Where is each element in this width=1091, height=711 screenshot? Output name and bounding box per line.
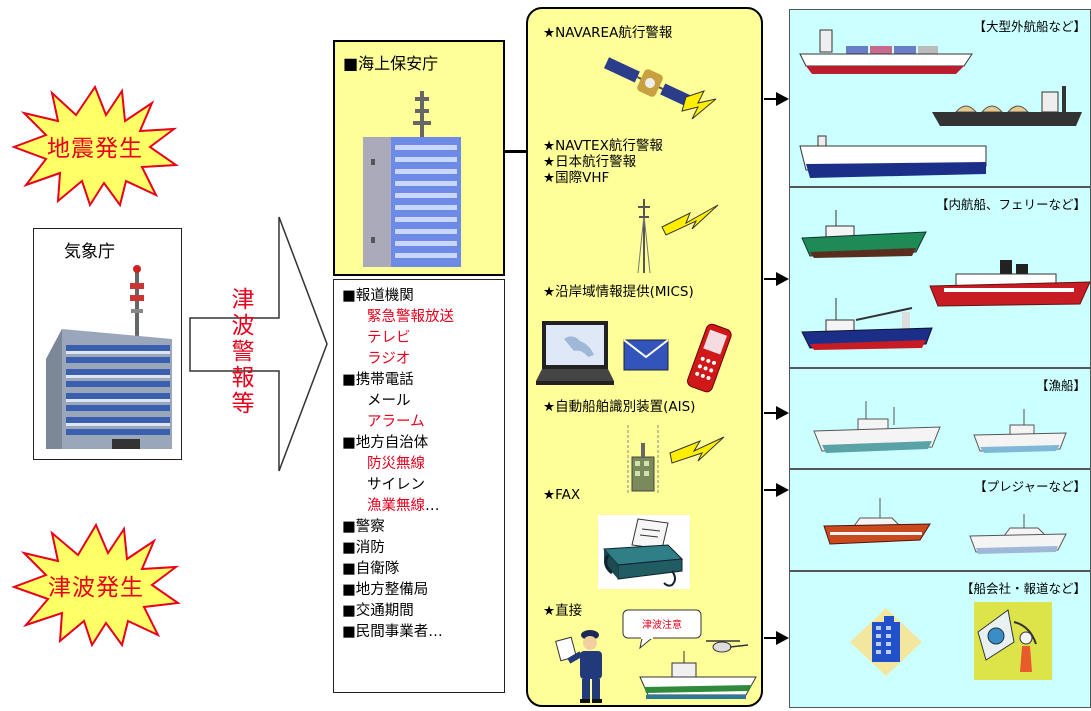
- recipient-label: 【大型外航船など】: [973, 19, 1086, 34]
- helicopter-icon: [706, 640, 749, 653]
- earthquake-burst: 地震発生: [11, 84, 179, 208]
- jma-box: 気象庁: [33, 228, 182, 460]
- list-item: ラジオ: [367, 351, 411, 367]
- list-item: ■携帯電話: [342, 372, 414, 388]
- starburst-shape: [11, 522, 181, 648]
- list-item: ■警察: [342, 519, 385, 535]
- coast-guard-officer-icon: [555, 630, 602, 703]
- channel-fax: ★FAX: [543, 487, 581, 503]
- envelope-icon: [623, 339, 669, 371]
- arrow-right-icon: [764, 272, 789, 286]
- tsunami-label: 津波発生: [48, 575, 144, 601]
- company-building-icon: [850, 608, 922, 676]
- list-item: 緊急警報放送: [367, 309, 454, 325]
- list-item: サイレン: [367, 477, 425, 493]
- coast-guard-title: ■海上保安庁: [343, 54, 439, 73]
- jma-title: 気象庁: [64, 242, 115, 262]
- laptop-icon: [536, 321, 614, 385]
- speech-bubble: 津波注意: [622, 609, 702, 650]
- recipient-label: 【内航船、フェリーなど】: [935, 197, 1086, 212]
- list-item: ■報道機関: [342, 288, 414, 304]
- fishing-boats-icon: [813, 401, 1067, 453]
- antenna-tower-icon: [637, 199, 719, 274]
- connector-line: [505, 150, 529, 153]
- channel-panel: ★NAVAREA航行警報 ★NAVTEX航行警報 ★日本航行警報 ★国際VHF …: [526, 7, 763, 707]
- jma-building-icon: [46, 265, 172, 449]
- list-item: ■消防: [342, 540, 385, 556]
- bubble-text: 津波注意: [642, 620, 682, 631]
- channel-direct: ★直接: [543, 603, 583, 619]
- coast-guard-box: ■海上保安庁: [333, 40, 505, 276]
- channel-mics: ★沿岸域情報提供(MICS): [543, 284, 694, 300]
- pleasure-boats-icon: [823, 498, 1067, 554]
- fax-machine-icon: [598, 515, 690, 589]
- channel-japan-nav: ★日本航行警報: [543, 154, 637, 170]
- arrow-label: 津波警報等: [227, 287, 253, 417]
- recipient-large-ships: 【大型外航船など】: [789, 9, 1091, 187]
- agency-list: ■報道機関 緊急警報放送 テレビ ラジオ ■携帯電話 メール アラーム ■地方自…: [333, 279, 505, 693]
- warning-arrow: [189, 216, 328, 472]
- list-item: アラーム: [367, 414, 425, 430]
- list-item: 漁業無線…: [367, 498, 440, 514]
- channel-navtex: ★NAVTEX航行警報: [543, 138, 663, 154]
- channel-vhf: ★国際VHF: [543, 170, 610, 186]
- channel-navarea: ★NAVAREA航行警報: [543, 25, 673, 41]
- starburst-shape: [11, 84, 179, 208]
- press-media-icon: [974, 602, 1052, 680]
- tsunami-burst: 津波発生: [11, 522, 181, 648]
- list-item: ■地方自治体: [342, 435, 429, 451]
- list-item: テレビ: [367, 330, 411, 346]
- ocean-ships-icon: [799, 29, 1082, 178]
- recipient-companies-press: 【船会社・報道など】: [789, 571, 1091, 708]
- list-item: ■交通期間: [342, 603, 414, 619]
- speech-bubble-shape: [622, 609, 702, 650]
- satellite-icon: [603, 57, 717, 120]
- arrow-right-icon: [764, 406, 789, 420]
- mobile-phone-icon: [687, 323, 732, 393]
- earthquake-label: 地震発生: [47, 136, 143, 162]
- list-item: 防災無線: [367, 456, 425, 472]
- recipient-fishing-boats: 【漁船】: [789, 368, 1091, 469]
- coastal-ships-icon: [801, 210, 1091, 350]
- recipient-label: 【漁船】: [1035, 378, 1086, 393]
- list-item: メール: [367, 393, 411, 409]
- recipient-coastal-ships: 【内航船、フェリーなど】: [789, 187, 1091, 368]
- arrow-right-icon: [764, 92, 789, 106]
- ais-station-icon: [627, 425, 725, 495]
- recipient-label: 【船会社・報道など】: [960, 581, 1086, 596]
- arrow-right-icon: [764, 631, 789, 645]
- list-item: ■地方整備局: [342, 582, 429, 598]
- arrow-right-icon: [764, 483, 789, 497]
- recipient-label: 【プレジャーなど】: [974, 479, 1086, 494]
- channel-ais: ★自動船舶識別装置(AIS): [543, 399, 696, 415]
- list-item: ■民間事業者…: [342, 624, 443, 640]
- patrol-boat-icon: [639, 640, 757, 699]
- coast-guard-building-icon: [363, 91, 461, 267]
- recipient-pleasure-boats: 【プレジャーなど】: [789, 469, 1091, 571]
- list-item: ■自衛隊: [342, 561, 400, 577]
